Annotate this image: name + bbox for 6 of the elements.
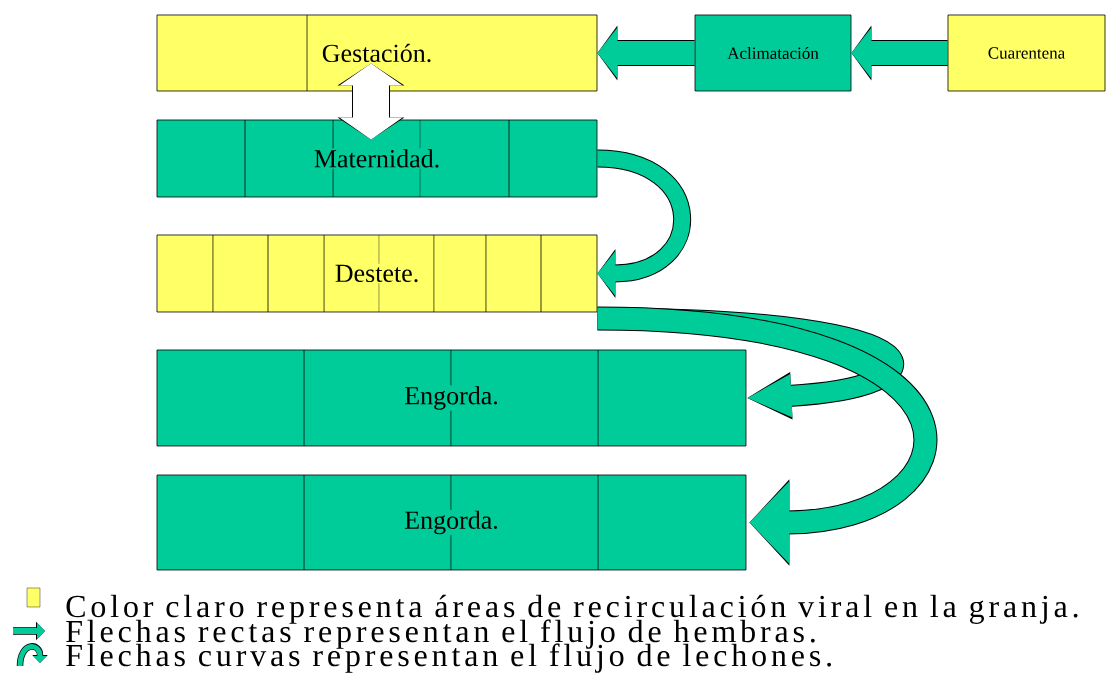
area-box: Gestación. [156,14,598,92]
area-box: Destete. [156,234,598,313]
area-box: Engorda. [156,349,747,447]
area-box: Maternidad. [156,119,598,198]
area-box: Engorda. [156,474,747,571]
area-box: Cuarentena [947,14,1106,92]
